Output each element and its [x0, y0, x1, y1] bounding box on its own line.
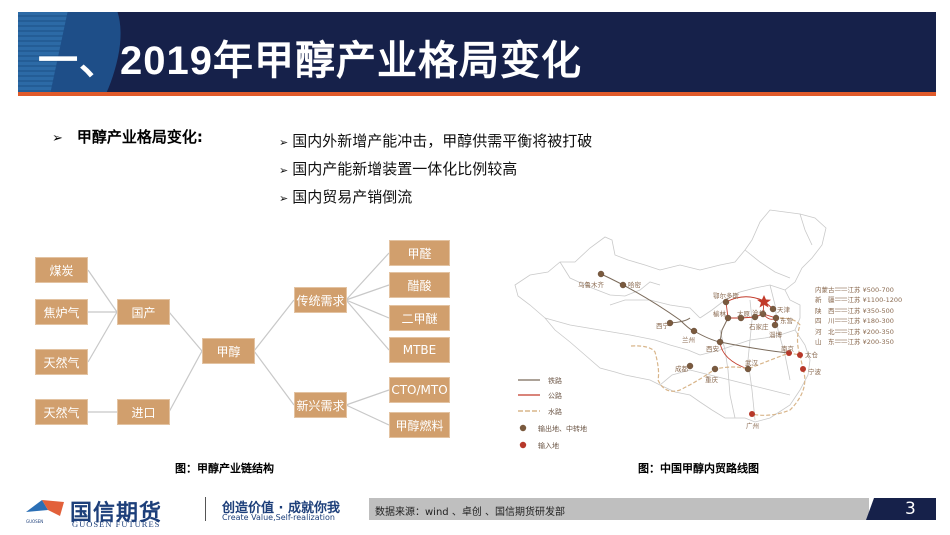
demand-emerging: 新兴需求 — [294, 392, 347, 418]
city-label: 榆林 — [713, 310, 726, 318]
freight-row: 新 疆——江苏 ¥1100-1200 — [815, 296, 903, 304]
city-label: 武汉 — [745, 359, 758, 367]
city-label: 沧州 — [752, 309, 765, 317]
import-points — [749, 350, 806, 417]
source-natural-gas: 天然气 — [35, 349, 88, 375]
demand-traditional: 传统需求 — [294, 287, 347, 313]
footer-divider — [205, 497, 206, 521]
freight-row: 四 川——江苏 ¥180-300 — [815, 317, 894, 325]
city-label: 太原 — [737, 310, 750, 318]
sub-bullet-text: 国内产能新增装置一体化比例较高 — [292, 160, 518, 178]
freight-row: 内蒙古——江苏 ¥500-700 — [815, 286, 894, 294]
city-label: 广州 — [746, 422, 759, 430]
city-label: 南京 — [781, 345, 794, 353]
source-natural-gas-import: 天然气 — [35, 399, 88, 425]
legend-import: 输入地 — [538, 442, 559, 450]
city-label: 西宁 — [656, 322, 669, 330]
freight-row: 陕 西——江苏 ¥350-500 — [815, 307, 894, 315]
city-label: 石家庄 — [749, 323, 769, 331]
slogan-chinese: 创造价值 · 成就你我 — [222, 501, 340, 516]
product-formaldehyde: 甲醛 — [389, 240, 450, 266]
product-acetic-acid: 醋酸 — [389, 272, 450, 298]
page-number-block — [866, 498, 936, 520]
slogan-english: Create Value,Self-realization — [222, 513, 335, 522]
freight-row: 山 东——江苏 ¥200-350 — [815, 338, 894, 346]
page-title: 一、2019年甲醇产业格局变化 — [38, 39, 582, 83]
center-methanol: 甲醇 — [202, 338, 255, 364]
guosen-logo-icon — [26, 500, 64, 516]
logo-chinese: 国信期货 — [70, 500, 163, 526]
sub-bullet: ➢国内外新增产能冲击，甲醇供需平衡将被打破 — [279, 130, 592, 151]
legend-water: 水路 — [548, 408, 562, 416]
bullet-arrow-icon: ➢ — [279, 136, 289, 149]
sub-bullet-text: 国内外新增产能冲击，甲醇供需平衡将被打破 — [292, 132, 593, 150]
source-coal: 煤炭 — [35, 257, 88, 283]
main-bullet-label: 甲醇产业格局变化: — [76, 128, 203, 146]
main-bullet: ➢ 甲醇产业格局变化: — [52, 126, 203, 147]
city-label: 太仓 — [805, 351, 818, 359]
city-label: 鄂尔多斯 — [713, 292, 739, 300]
legend-road: 公路 — [548, 392, 562, 400]
city-label: 重庆 — [705, 376, 718, 384]
sub-bullet: ➢国内贸易产销倒流 — [279, 186, 412, 207]
bullet-arrow-icon: ➢ — [279, 192, 289, 205]
city-label: 乌鲁木齐 — [578, 281, 604, 289]
sub-bullet-text: 国内贸易产销倒流 — [292, 188, 413, 206]
city-label: 淄博 — [769, 331, 782, 339]
legend-export: 输出地、中转地 — [538, 425, 587, 433]
logo-english: GUOSEN FUTURES — [72, 519, 161, 529]
origin-import: 进口 — [117, 399, 170, 425]
product-methanol-fuel: 甲醇燃料 — [389, 412, 450, 438]
map-caption: 图：中国甲醇内贸路线图 — [638, 462, 759, 475]
origin-domestic: 国产 — [117, 299, 170, 325]
page-number: 3 — [905, 499, 916, 519]
city-label: 西安 — [706, 345, 719, 353]
export-points — [597, 270, 780, 373]
sub-bullet: ➢国内产能新增装置一体化比例较高 — [279, 158, 517, 179]
city-label: 哈密 — [628, 281, 641, 289]
city-label: 宁波 — [808, 368, 821, 376]
data-source: 数据来源：wind 、卓创 、国信期货研发部 — [375, 507, 565, 518]
diagram-caption: 图：甲醇产业链结构 — [175, 462, 274, 475]
banner-underline — [18, 92, 936, 96]
city-label: 东营 — [780, 317, 793, 325]
city-label: 天津 — [777, 306, 790, 314]
logo-small-text: GUOSEN — [26, 519, 44, 524]
city-label: 成都 — [675, 365, 688, 373]
product-mtbe: MTBE — [389, 337, 450, 363]
title-banner — [18, 12, 936, 92]
city-label: 兰州 — [682, 336, 695, 344]
product-cto-mto: CTO/MTO — [389, 377, 450, 403]
footer-source-bar — [369, 498, 869, 520]
beijing-star-icon — [757, 295, 771, 308]
bullet-arrow-icon: ➢ — [52, 131, 63, 146]
bullet-arrow-icon: ➢ — [279, 164, 289, 177]
water-routes — [630, 317, 806, 416]
source-coke-oven-gas: 焦炉气 — [35, 299, 88, 325]
legend-rail: 铁路 — [548, 377, 562, 385]
product-dme: 二甲醚 — [389, 305, 450, 331]
freight-row: 河 北——江苏 ¥200-350 — [815, 328, 894, 336]
